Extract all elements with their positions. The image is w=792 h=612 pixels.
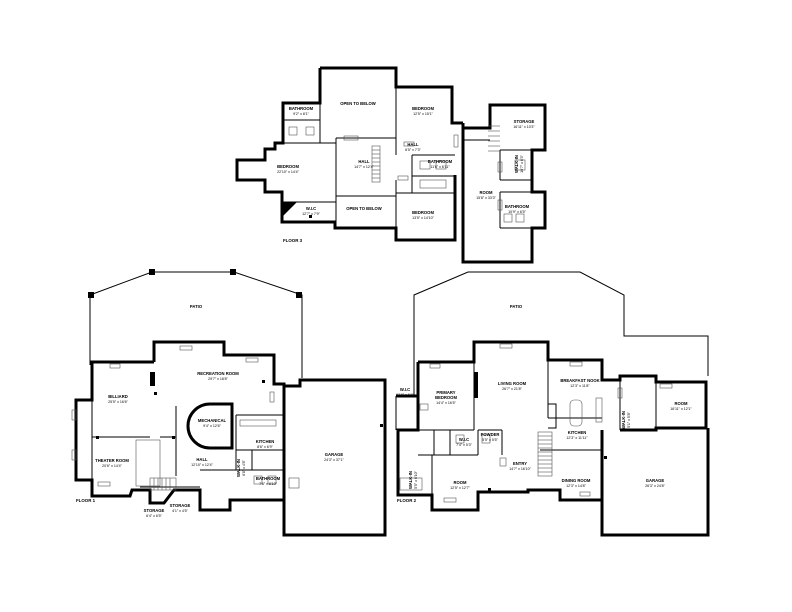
room-dim: 5'1" x 5'8" — [627, 411, 631, 427]
room-dim: 10'9" x 6'5" — [508, 210, 526, 214]
room-dim: 5'5" x 5'5" — [482, 438, 498, 442]
room-dim: 10'7" x 6'3" — [520, 154, 524, 172]
room-dim: 15'8" x 33'3" — [476, 196, 496, 200]
room-name: POWDER — [481, 432, 500, 437]
room-name: W.I.C — [306, 206, 316, 211]
room-name: BEDROOM — [412, 106, 434, 111]
room-name: STORAGE — [514, 119, 535, 124]
room-name: WALK-IN — [236, 459, 241, 477]
room-name: BATHROOM — [256, 476, 281, 481]
room-name: W.I.C — [400, 387, 410, 392]
room-name: BEDROOM — [277, 164, 299, 169]
room-name: HALL — [407, 142, 419, 147]
room-dim: 26'7" x 21'8" — [502, 387, 522, 391]
room-name: KITCHEN — [568, 430, 587, 435]
room-dim: 4'1" x 4'5" — [172, 509, 188, 513]
room-name: WALK-IN — [621, 411, 626, 429]
room-name: GARAGE — [325, 452, 344, 457]
room-name: ENTRY — [513, 461, 527, 466]
room-name: BEDROOM — [412, 210, 434, 215]
room-name: STORAGE — [144, 508, 165, 513]
room-dim: 14'7" x 16'10" — [509, 467, 531, 471]
room-dim: 12'10" x 12'4" — [191, 463, 213, 467]
room-name: DINING ROOM — [562, 478, 591, 483]
room-dim: 16'11" x 12'1" — [670, 407, 692, 411]
room-name: HALL — [358, 159, 370, 164]
room-name: MECHANICAL — [198, 418, 227, 423]
room-dim: 25'5" x 16'6" — [108, 400, 128, 404]
room-dim: 8'6" x 6'9" — [257, 445, 273, 449]
room-name: BATHROOM — [505, 204, 530, 209]
room-dim: 24'3" x 37'1" — [324, 458, 344, 462]
room-name: WALK-IN — [514, 155, 519, 173]
room-name: RECREATION ROOM — [197, 371, 239, 376]
room-name: STORAGE — [170, 503, 191, 508]
room-dim: 6'8" x 4'8" — [242, 459, 246, 475]
floor-2-plan — [395, 271, 710, 537]
room-name: PATIO — [190, 304, 203, 309]
room-name: ROOM — [479, 190, 493, 195]
floor-3-plan — [235, 66, 547, 264]
room-name: OPEN TO BELOW — [346, 206, 382, 211]
room-dim: 16'11" x 10'3" — [513, 125, 535, 129]
room-dim: 12'7" x 7'9" — [302, 212, 320, 216]
room-dim: 14'4" x 16'5" — [436, 401, 456, 405]
room-dim: 9'10" x 6'4" — [396, 393, 414, 397]
room-dim: 14'7" x 12'4" — [354, 165, 374, 169]
room-name: HALL — [196, 457, 208, 462]
room-name-line-2: BEDROOM — [435, 395, 457, 400]
floor-3-label: FLOOR 3 — [283, 238, 303, 243]
room-name: KITCHEN — [256, 439, 275, 444]
room-dim: 6'4" x 6'5" — [146, 514, 162, 518]
room-dim: 12'5" x 12'7" — [450, 486, 470, 490]
room-dim: 22'10" x 14'4" — [277, 170, 299, 174]
floor-2-label: FLOOR 2 — [397, 498, 417, 503]
room-dim: 12'3" x 11'11" — [566, 436, 588, 440]
room-name: PRIMARY — [436, 390, 455, 395]
room-name: ROOM — [453, 480, 467, 485]
room-name: GARAGE — [646, 478, 665, 483]
room-name: THEATER ROOM — [95, 458, 129, 463]
room-name: PATIO — [510, 304, 523, 309]
room-dim: 26'3" x 24'8" — [645, 484, 665, 488]
room-dim: 11'6" x 6'11" — [430, 165, 450, 169]
room-name: W.I.C — [459, 437, 469, 442]
floor-1-plan — [71, 269, 387, 537]
room-dim: 5'5" x 6'10" — [414, 470, 418, 488]
room-dim: 6'5" x 7'3" — [405, 148, 421, 152]
room-dim: 12'5" x 15'1" — [413, 112, 433, 116]
labels: FLOOR 3 FLOOR 1 FLOOR 2 BATHROOM 9'2" x … — [76, 101, 692, 518]
room-name: BREAKFAST NOOK — [560, 378, 599, 383]
room-dim: 12'3" x 14'8" — [566, 484, 586, 488]
room-name: BILLIARD — [108, 394, 128, 399]
room-name: BATHROOM — [428, 159, 453, 164]
room-name: OPEN TO BELOW — [340, 101, 376, 106]
room-dim: 9'4" x 12'6" — [203, 424, 221, 428]
room-name: WALK-IN — [408, 471, 413, 489]
room-dim: 13'5" x 14'10" — [412, 216, 434, 220]
room-dim: 29'7" x 18'8" — [208, 377, 228, 381]
room-name: BATHROOM — [289, 106, 314, 111]
room-name: LIVING ROOM — [498, 381, 527, 386]
room-dim: 20'6" x 14'4" — [102, 464, 122, 468]
room-dim: 12'3" x 11'8" — [570, 384, 590, 388]
room-name: ROOM — [674, 401, 688, 406]
room-dim: 9'2" x 8'1" — [293, 112, 309, 116]
floor-1-label: FLOOR 1 — [76, 498, 96, 503]
room-dim: 7'6" x 8'10" — [259, 482, 277, 486]
room-dim: 7'4" x 5'3" — [456, 443, 472, 447]
